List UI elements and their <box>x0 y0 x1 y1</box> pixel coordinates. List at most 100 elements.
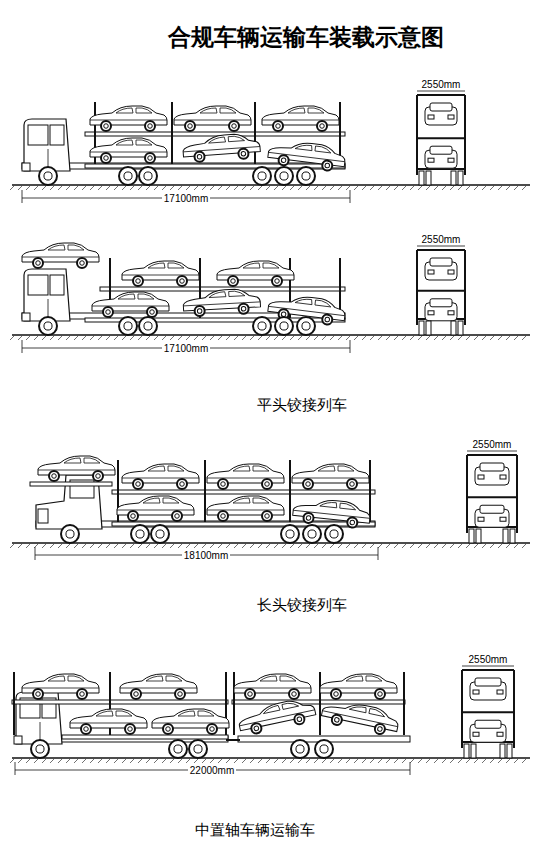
rear-tyre <box>476 529 481 543</box>
wheel-hub <box>308 530 316 538</box>
wheel-hub <box>330 530 338 538</box>
line-stroke <box>506 544 510 548</box>
car-side <box>262 106 339 131</box>
car-window <box>122 263 199 275</box>
car-window <box>183 290 261 306</box>
line-stroke <box>234 759 238 763</box>
car-side <box>320 697 401 737</box>
car-side <box>90 138 167 163</box>
wheel <box>347 479 357 489</box>
line-stroke <box>464 250 466 325</box>
car-window <box>182 135 260 152</box>
wheel <box>177 479 187 489</box>
wheel-hub <box>156 530 164 538</box>
line-stroke <box>202 544 206 548</box>
deck <box>112 490 375 494</box>
line-stroke <box>138 759 142 763</box>
wheel <box>194 151 205 162</box>
line-stroke <box>82 336 86 340</box>
line-stroke <box>74 759 78 763</box>
line-stroke <box>442 336 446 340</box>
line-stroke <box>250 759 254 763</box>
wheel-hub <box>281 158 286 163</box>
line-stroke <box>298 759 302 763</box>
dimension-label: 2550mm <box>471 439 514 450</box>
car-rear-window <box>480 463 504 471</box>
line-stroke <box>58 759 62 763</box>
line-stroke <box>90 759 94 763</box>
line-stroke <box>22 340 23 353</box>
line-stroke <box>410 759 414 763</box>
line-stroke <box>242 544 246 548</box>
wheel-hub <box>221 514 226 519</box>
wheel-hub <box>148 124 153 129</box>
wheel <box>128 511 138 521</box>
line-stroke <box>506 759 510 763</box>
wheel <box>275 167 293 185</box>
wheel-hub <box>334 717 339 722</box>
line-stroke <box>386 336 390 340</box>
rear-tyre <box>419 321 424 335</box>
line-stroke <box>106 759 110 763</box>
line-stroke <box>82 759 86 763</box>
wheel <box>238 148 249 159</box>
wheel-hub <box>276 124 281 129</box>
rear-tyre <box>426 171 431 185</box>
line-stroke <box>290 186 294 190</box>
line-stroke <box>466 759 470 763</box>
wheel <box>39 317 57 335</box>
line-stroke <box>98 544 102 548</box>
line-stroke <box>282 544 286 548</box>
wheel-hub <box>104 156 109 161</box>
line-stroke <box>10 544 14 548</box>
car-rear-light <box>448 270 454 274</box>
wheel-hub <box>80 692 85 697</box>
car-side <box>92 292 169 317</box>
line-stroke <box>354 759 358 763</box>
line-stroke <box>370 759 374 763</box>
line-stroke <box>338 544 342 548</box>
dimension-label: 17100mm <box>162 343 210 354</box>
line-stroke <box>418 544 422 548</box>
line-stroke <box>90 336 94 340</box>
line-stroke <box>306 186 310 190</box>
line-stroke <box>450 759 454 763</box>
line-stroke <box>466 336 470 340</box>
vehicle-caption: 平头铰接列车 <box>257 397 347 414</box>
line-stroke <box>26 544 30 548</box>
car-rear-light <box>448 115 454 119</box>
line-stroke <box>122 544 126 548</box>
line-stroke <box>50 186 54 190</box>
line-stroke <box>498 544 502 548</box>
car-rear-light <box>497 732 503 736</box>
line-stroke <box>194 336 198 340</box>
line-stroke <box>402 186 406 190</box>
wheel-hub <box>265 514 270 519</box>
line-stroke <box>42 544 46 548</box>
line-stroke <box>458 544 462 548</box>
line-stroke <box>186 186 190 190</box>
car-rear-light <box>500 517 506 521</box>
line-stroke <box>426 759 430 763</box>
line-stroke <box>122 759 126 763</box>
line-stroke <box>322 336 326 340</box>
wheel-hub <box>180 279 185 284</box>
bumper <box>14 736 22 744</box>
rear-tyre <box>458 321 463 335</box>
line-stroke <box>146 186 150 190</box>
wheel <box>245 689 255 699</box>
line-stroke <box>18 186 22 190</box>
line-stroke <box>242 186 246 190</box>
wheel-hub <box>104 124 109 129</box>
wheel-hub <box>80 261 85 266</box>
rear-tyre <box>469 529 474 543</box>
line-stroke <box>194 759 198 763</box>
wheel-hub <box>178 692 183 697</box>
ground-hatch <box>10 544 526 548</box>
line-stroke <box>378 336 382 340</box>
line-stroke <box>106 544 110 548</box>
wheel-hub <box>334 692 339 697</box>
wheel <box>145 121 155 131</box>
line-stroke <box>98 336 102 340</box>
line-stroke <box>98 186 102 190</box>
